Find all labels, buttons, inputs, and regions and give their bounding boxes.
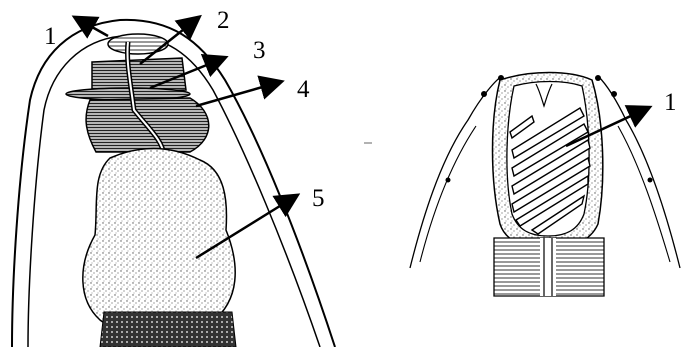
label-3-left: 3 (253, 37, 266, 64)
right-head-diagram: 1 (410, 73, 680, 297)
node (611, 91, 617, 97)
label-1-right: 1 (664, 89, 677, 116)
esophageal-lumen-right (540, 238, 556, 296)
node (481, 91, 487, 97)
node (648, 178, 653, 183)
cuticle-right-inner (618, 126, 670, 262)
intestine-start (100, 312, 236, 347)
label-4-left: 4 (297, 76, 310, 103)
lip-cap (108, 34, 168, 54)
label-2-left: 2 (217, 7, 230, 34)
cuticle-left-inner (420, 126, 476, 262)
buccal-capsule-inner (507, 82, 589, 237)
posterior-bulb (83, 148, 235, 330)
label-1-left: 1 (44, 23, 57, 50)
node (446, 178, 451, 183)
label-5-left: 5 (312, 185, 325, 212)
cuticle-left (410, 76, 502, 268)
node (595, 75, 601, 81)
arrow-1 (76, 18, 108, 36)
left-head-diagram: 1 2 3 4 5 (12, 7, 335, 347)
